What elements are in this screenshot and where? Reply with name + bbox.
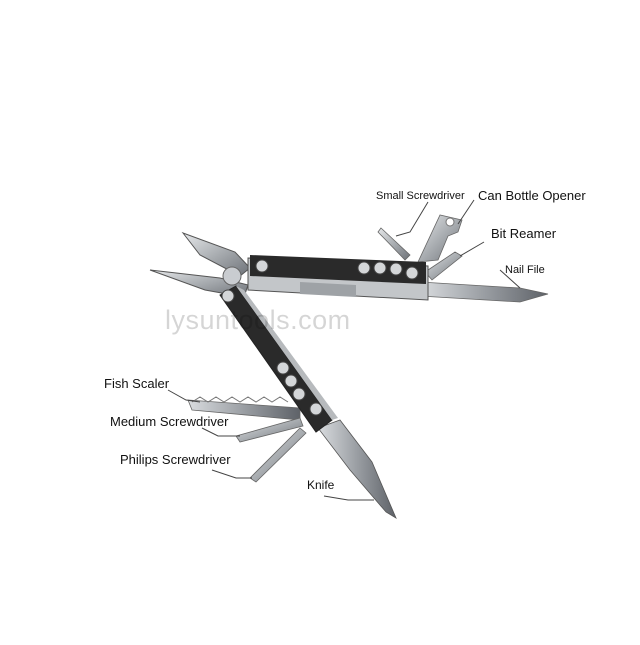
- medium-screwdriver-tool: [235, 417, 304, 443]
- label-philips-screwdriver: Philips Screwdriver: [120, 452, 231, 467]
- nail-file-tool: [419, 281, 549, 303]
- leader-bit-reamer: [459, 241, 485, 257]
- watermark: lysuntools.com: [165, 305, 351, 335]
- small-screwdriver-tool: [377, 227, 411, 261]
- label-fish-scaler: Fish Scaler: [104, 376, 170, 391]
- label-medium-screwdriver: Medium Screwdriver: [110, 414, 229, 429]
- lower-handle: [219, 285, 338, 433]
- label-small-screwdriver: Small Screwdriver: [376, 190, 465, 202]
- leader-philips-screwdriver: [211, 469, 252, 479]
- philips-screwdriver-tool: [249, 427, 307, 483]
- leader-medium-screwdriver: [201, 427, 240, 437]
- can-bottle-opener-tool: [417, 214, 463, 263]
- knife-tool: [317, 419, 397, 519]
- upper-handle: [247, 255, 429, 301]
- label-can-bottle-opener: Can Bottle Opener: [478, 188, 586, 203]
- leader-lines: [167, 199, 521, 501]
- label-knife: Knife: [307, 478, 335, 492]
- bit-reamer-tool: [424, 251, 463, 281]
- leader-small-screwdriver: [395, 201, 429, 237]
- leader-nail-file: [499, 269, 521, 289]
- leader-knife: [323, 495, 374, 501]
- leader-fish-scaler: [167, 389, 201, 403]
- pliers-jaws: [149, 231, 251, 298]
- label-nail-file: Nail File: [505, 264, 545, 276]
- label-bit-reamer: Bit Reamer: [491, 226, 557, 241]
- leader-can-bottle-opener: [457, 199, 475, 225]
